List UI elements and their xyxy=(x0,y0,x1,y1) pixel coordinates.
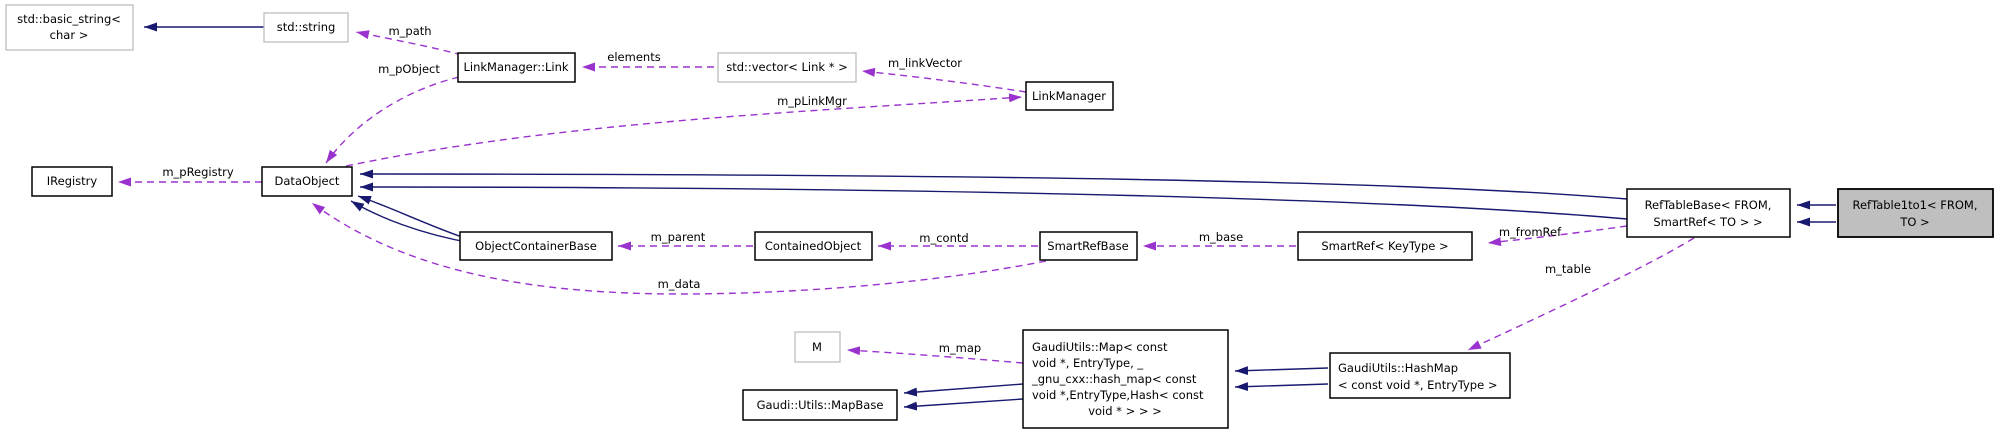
node-reftablebase[interactable]: RefTableBase< FROM, SmartRef< TO > > xyxy=(1626,188,1791,238)
edge-label-m-table: m_table xyxy=(1545,262,1591,276)
node-label: M xyxy=(812,340,822,354)
node-label: std::string xyxy=(277,20,336,34)
node-label: SmartRef< TO > > xyxy=(1653,215,1762,229)
node-label: std::vector< Link * > xyxy=(726,60,848,74)
node-label: RefTableBase< FROM, xyxy=(1645,198,1772,212)
node-std-string: std::string xyxy=(263,12,349,43)
node-label: < const void *, EntryType > xyxy=(1338,378,1497,392)
node-gaudiutils-map[interactable]: GaudiUtils::Map< const void *, EntryType… xyxy=(1022,329,1229,429)
edge-label-m-data: m_data xyxy=(658,277,701,291)
edge-label-m-map: m_map xyxy=(939,341,982,355)
node-dataobject[interactable]: DataObject xyxy=(261,166,353,197)
node-iregistry[interactable]: IRegistry xyxy=(31,166,113,197)
node-std-vector-link: std::vector< Link * > xyxy=(717,52,857,83)
edge-m-fromref xyxy=(1487,225,1628,247)
node-label: std::basic_string< xyxy=(17,12,121,26)
edge-gaudimap-to-mapbase-1 xyxy=(903,383,1024,397)
node-label: LinkManager xyxy=(1032,89,1106,103)
edge-label-m-plinkmgr: m_pLinkMgr xyxy=(777,94,847,108)
node-label: Gaudi::Utils::MapBase xyxy=(757,398,884,412)
node-linkmanager-link[interactable]: LinkManager::Link xyxy=(457,52,576,83)
node-gaudiutils-hashmap[interactable]: GaudiUtils::HashMap < const void *, Entr… xyxy=(1329,352,1511,399)
edge-m-data xyxy=(311,202,1047,295)
node-smartrefbase[interactable]: SmartRefBase xyxy=(1039,231,1138,261)
edge-labels: m_path m_pObject elements m_linkVector m… xyxy=(162,24,1591,355)
node-label: void * > > > xyxy=(1088,404,1162,418)
node-linkmanager[interactable]: LinkManager xyxy=(1025,81,1114,111)
edge-m-path xyxy=(355,30,463,56)
node-objectcontainerbase[interactable]: ObjectContainerBase xyxy=(459,231,613,261)
node-label: DataObject xyxy=(275,174,340,188)
edge-label-m-linkvector: m_linkVector xyxy=(888,56,962,70)
node-reftable1to1-current: RefTable1to1< FROM, TO > xyxy=(1837,188,1994,238)
node-template-param-m: M xyxy=(794,331,841,363)
node-label: void *,EntryType,Hash< const xyxy=(1032,388,1204,402)
node-label: IRegistry xyxy=(47,174,98,188)
node-label: void *, EntryType, _ xyxy=(1032,356,1143,370)
edge-reftablebase-to-dataobject-1 xyxy=(359,169,1628,200)
edge-label-m-pobject: m_pObject xyxy=(378,62,440,76)
edge-label-m-fromref: m_fromRef xyxy=(1499,225,1562,239)
node-label: _gnu_cxx::hash_map< const xyxy=(1031,372,1197,386)
edge-label-m-pregistry: m_pRegistry xyxy=(162,165,234,179)
edge-m-map xyxy=(846,346,1024,364)
node-label: SmartRef< KeyType > xyxy=(1321,239,1448,253)
edge-objectcontainerbase-to-dataobject-2 xyxy=(350,200,473,244)
edge-hashmap-to-gaudimap-1 xyxy=(1234,366,1329,376)
edge-reftablebase-to-dataobject-2 xyxy=(359,182,1628,220)
edge-hashmap-to-gaudimap-2 xyxy=(1234,382,1329,392)
edge-label-elements: elements xyxy=(607,50,660,64)
inheritance-edges xyxy=(144,22,1836,411)
node-label: LinkManager::Link xyxy=(463,60,568,74)
node-label: ContainedObject xyxy=(765,239,862,253)
edge-label-m-contd: m_contd xyxy=(919,231,968,245)
edge-m-linkvector xyxy=(861,67,1027,93)
node-label: TO > xyxy=(1899,215,1929,229)
node-label: ObjectContainerBase xyxy=(475,239,597,253)
node-label: RefTable1to1< FROM, xyxy=(1852,198,1977,212)
node-label: GaudiUtils::Map< const xyxy=(1032,340,1168,354)
edge-gaudimap-to-mapbase-2 xyxy=(903,398,1024,411)
edge-label-m-parent: m_parent xyxy=(651,230,706,244)
edge-m-pobject xyxy=(325,76,460,164)
edge-m-plinkmgr xyxy=(345,93,1023,167)
usage-edges xyxy=(118,30,1695,364)
edge-label-m-base: m_base xyxy=(1199,230,1243,244)
edge-objectcontainerbase-to-dataobject-1 xyxy=(357,195,463,238)
node-label: char > xyxy=(50,28,89,42)
node-gaudi-utils-mapbase[interactable]: Gaudi::Utils::MapBase xyxy=(742,389,898,421)
node-label: SmartRefBase xyxy=(1047,239,1128,253)
node-label: GaudiUtils::HashMap xyxy=(1338,361,1458,375)
node-containedobject[interactable]: ContainedObject xyxy=(754,231,873,261)
node-smartref-keytype[interactable]: SmartRef< KeyType > xyxy=(1297,231,1473,261)
node-std-basic-string: std::basic_string< char > xyxy=(5,4,134,51)
edge-label-m-path: m_path xyxy=(388,24,431,38)
edge-m-table xyxy=(1467,237,1695,351)
